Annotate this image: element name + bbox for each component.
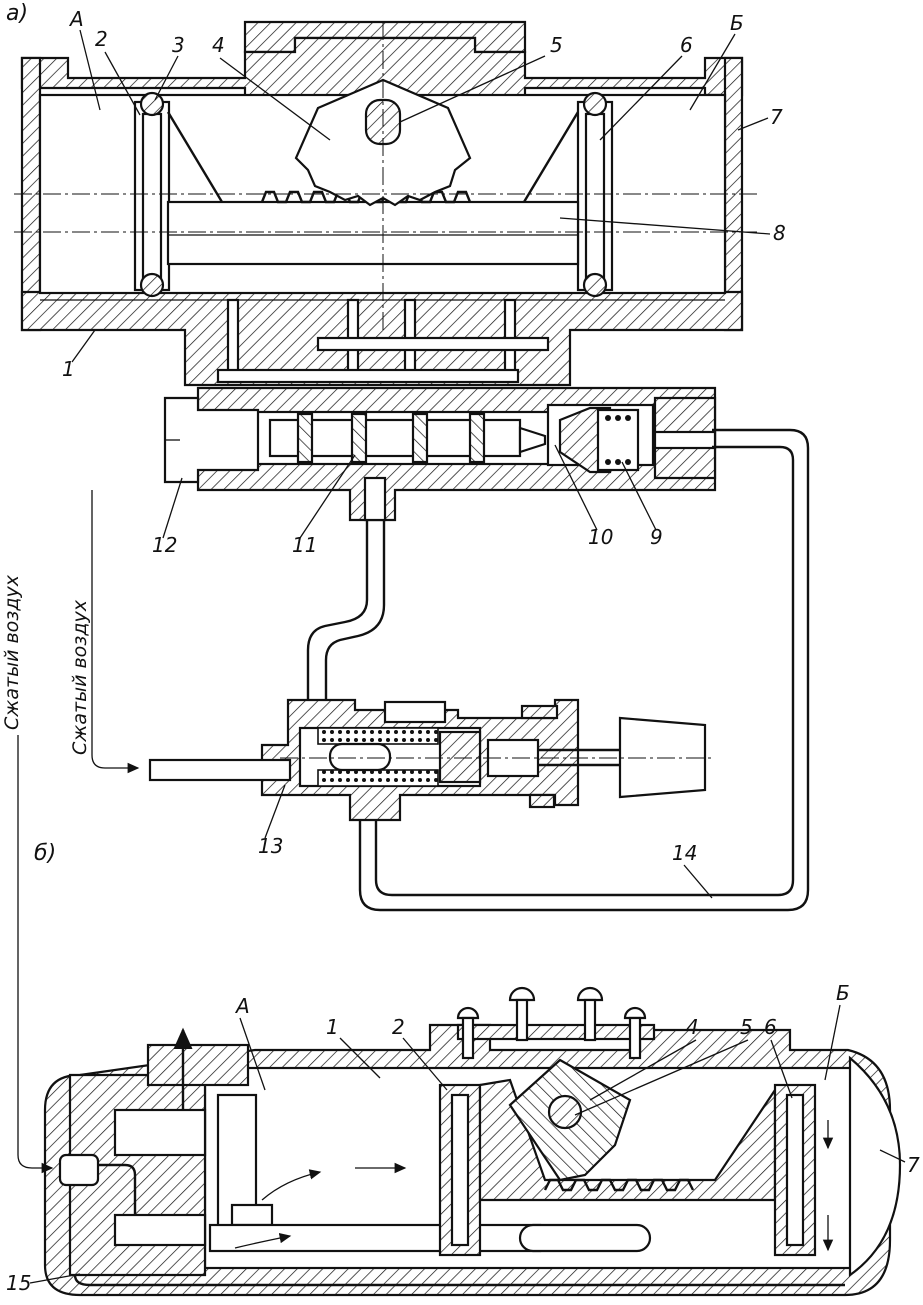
callout-b-5: 5 (740, 1015, 753, 1039)
spool (268, 412, 547, 464)
callout-a-7: 7 (770, 105, 783, 129)
piston-left (133, 91, 171, 298)
callout-a-12: 12 (152, 533, 177, 557)
callout-b-6: 6 (764, 1015, 777, 1039)
callout-a-13: 13 (258, 834, 283, 858)
callout-a-6: 6 (680, 33, 693, 57)
callout-b-7: 7 (907, 1153, 920, 1177)
callout-a-8: 8 (773, 221, 786, 245)
view-a: а) (6, 1, 760, 522)
leader-lines (29, 29, 906, 1284)
pipe-14 (358, 428, 810, 912)
callout-a-1: 1 (62, 357, 75, 381)
callout-b-15: 15 (6, 1271, 31, 1295)
callout-a-14: 14 (672, 841, 697, 865)
compressed-air-label-1: Сжатый воздух (1, 574, 23, 730)
chamber-a-label: А (68, 7, 84, 31)
chamber-a-label-b: А (234, 994, 250, 1018)
labels: А Б А Б Сжатый воздух Сжатый воздух 2 3 … (1, 7, 920, 1295)
view-b-label: б) (34, 841, 56, 866)
rack-rod (166, 200, 580, 266)
callout-a-11: 11 (292, 533, 317, 557)
callout-a-2: 2 (95, 27, 108, 51)
body-channels (216, 298, 550, 384)
rack-body-b (478, 1078, 777, 1202)
bolts (456, 986, 647, 1060)
callout-a-3: 3 (172, 33, 185, 57)
chamber-b-label: Б (730, 11, 744, 35)
callout-b-1: 1 (326, 1015, 339, 1039)
check-valve (558, 396, 717, 480)
valve-end-plug (163, 396, 260, 484)
cover-plate-b (456, 1023, 656, 1041)
callout-a-5: 5 (550, 33, 563, 57)
callout-b-2: 2 (392, 1015, 405, 1039)
callout-a-9: 9 (650, 525, 663, 549)
callout-a-10: 10 (588, 525, 613, 549)
callout-a-4: 4 (212, 33, 225, 57)
top-boss-b (146, 1043, 250, 1087)
compressed-air-label-2: Сжатый воздух (69, 599, 91, 755)
crane-valve (91, 490, 712, 822)
right-cover-b (848, 1055, 902, 1278)
valve-outlet-port (363, 476, 387, 522)
pipes (306, 428, 810, 912)
view-a-label: а) (6, 1, 28, 26)
callout-b-4: 4 (686, 1015, 699, 1039)
view-b: б) (17, 735, 902, 1297)
chamber-b-label-b: Б (836, 981, 850, 1005)
